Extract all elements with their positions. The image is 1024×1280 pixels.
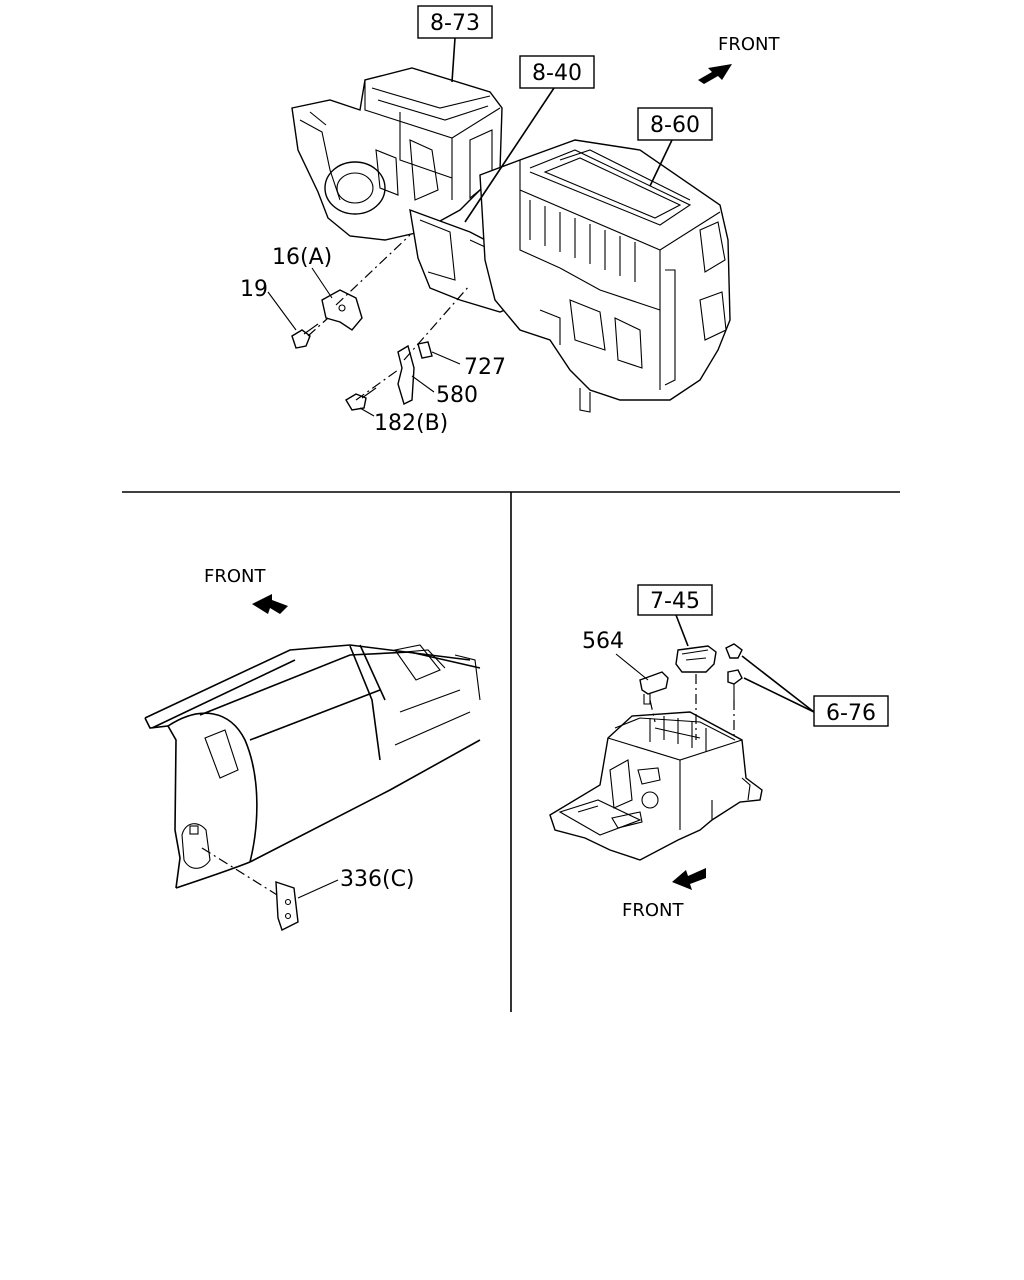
part-label-727: 727 — [464, 355, 506, 380]
bolt-182b-drawing — [345, 387, 377, 411]
assembly-line-336c — [201, 847, 283, 899]
assembly-line-580 — [403, 284, 471, 361]
ref-box-8-60: 8-60 — [637, 107, 713, 187]
leader-580 — [411, 375, 435, 393]
ref-box-6-76: 6-76 — [741, 655, 889, 727]
front-indicator-top: FRONT — [698, 34, 780, 84]
leader-564 — [615, 653, 649, 681]
front-indicator-left: FRONT — [204, 566, 288, 614]
part-label-336c: 336(C) — [340, 867, 415, 892]
leader-182b — [359, 407, 375, 417]
screws-6-76-drawing — [725, 643, 743, 700]
assembly-line-182b — [355, 369, 399, 401]
front-label-left: FRONT — [204, 566, 266, 587]
bracket-16a-drawing — [321, 289, 363, 331]
front-arrow-top-icon — [698, 64, 732, 84]
right-panel: 7-45 6-76 564 FRONT — [549, 584, 889, 921]
ref-6-76-label: 6-76 — [826, 701, 876, 726]
assembly-line-564 — [649, 699, 656, 723]
ref-box-8-40: 8-40 — [464, 55, 595, 223]
ref-8-60-label: 8-60 — [650, 113, 700, 138]
assembly-line-19 — [307, 317, 329, 337]
clip-727-drawing — [417, 341, 433, 359]
bracket-336c-drawing — [275, 881, 299, 931]
front-arrow-right-icon — [672, 868, 706, 890]
front-arrow-left-icon — [252, 594, 288, 614]
part-label-182b: 182(B) — [374, 411, 448, 436]
blower-unit-drawing — [291, 67, 503, 241]
leader-19 — [267, 291, 297, 331]
leader-336c — [297, 879, 339, 899]
part-label-16a: 16(A) — [272, 245, 332, 270]
heater-unit-drawing — [479, 139, 731, 413]
dashboard-drawing — [144, 644, 481, 889]
switch-7-45-drawing — [675, 645, 717, 673]
leader-727 — [431, 351, 461, 365]
front-indicator-right: FRONT — [622, 868, 706, 921]
console-drawing — [549, 711, 763, 861]
ref-7-45-label: 7-45 — [650, 589, 700, 614]
screw-19-drawing — [291, 323, 319, 349]
ref-8-73-label: 8-73 — [430, 11, 480, 36]
ref-box-7-45: 7-45 — [637, 584, 713, 647]
assembly-line-16a — [335, 234, 411, 306]
bracket-580-drawing — [397, 344, 415, 405]
ref-box-8-73: 8-73 — [417, 5, 493, 83]
part-label-580: 580 — [436, 383, 478, 408]
part-label-564: 564 — [582, 629, 624, 654]
front-label-top: FRONT — [718, 34, 780, 55]
top-assembly: 8-73 8-40 8-60 FRONT 16(A) 19 727 580 18… — [240, 5, 780, 436]
ref-8-40-label: 8-40 — [532, 61, 582, 86]
part-label-19: 19 — [240, 277, 268, 302]
leader-16a — [311, 267, 333, 299]
cover-564-drawing — [639, 671, 669, 705]
front-label-right: FRONT — [622, 900, 684, 921]
left-panel: 336(C) FRONT — [144, 566, 481, 931]
